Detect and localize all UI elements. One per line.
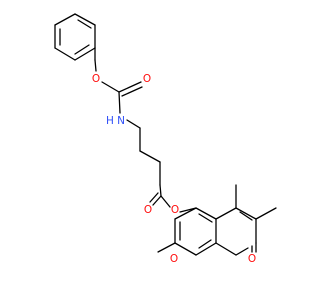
ester-o-bond: [160, 195, 171, 208]
atom-o-lactone-ring: O: [170, 253, 178, 265]
pyran-inner: [239, 211, 253, 221]
ester-co-bond-a: [152, 195, 162, 206]
ester-co-bond-b: [149, 192, 159, 203]
benzene-bond-1: [54, 13, 76, 26]
benzo-bond-1: [195, 207, 217, 220]
atom-n-amide: N: [117, 115, 125, 127]
methyl-3-bond: [255, 207, 277, 220]
atom-o-carbamate-ester: O: [92, 73, 100, 85]
benzene-inner-2: [74, 44, 90, 55]
chain-bond-1: [126, 119, 141, 129]
benzo-bond-3: [195, 242, 217, 256]
atom-labels: O O N H O O O O: [92, 73, 256, 265]
atom-o-ester-carbonyl: O: [144, 204, 152, 216]
pyran-bond-1: [215, 207, 237, 220]
benzene-inner-1: [77, 19, 92, 29]
carbamate-co-bond-a: [118, 81, 142, 93]
carbamate-co-bond-b: [121, 86, 143, 97]
chain-bond-5: [159, 184, 162, 197]
benzene-bond-2: [74, 13, 96, 26]
ch2-o-bond: [94, 59, 97, 72]
benzo-inner-2: [198, 239, 212, 249]
methyl-7-bond: [157, 242, 176, 253]
chain-bond-3: [139, 150, 161, 163]
benzene-bond-4: [74, 47, 96, 61]
benzene-bond-5: [54, 47, 76, 61]
atom-h-amide: H: [106, 115, 114, 127]
carbamate-cn-bond: [118, 91, 121, 114]
pyran-bond-2: [235, 207, 257, 220]
benzo-bond-4: [174, 242, 197, 256]
benzo-inner-1: [198, 213, 213, 223]
pyran-bond-4: [215, 242, 237, 256]
bonds: [54, 13, 277, 256]
o-carbonyl-bond: [101, 81, 120, 93]
atom-o-ester-link: O: [171, 204, 179, 216]
atom-o-carbamate-carbonyl: O: [143, 73, 151, 85]
atom-o-lactone-carbonyl: O: [248, 253, 256, 265]
pyran-bond-5: [235, 247, 249, 256]
molecule-structure-diagram: O O N H O O O O: [54, 13, 277, 265]
benzo-bond-6: [174, 207, 197, 220]
